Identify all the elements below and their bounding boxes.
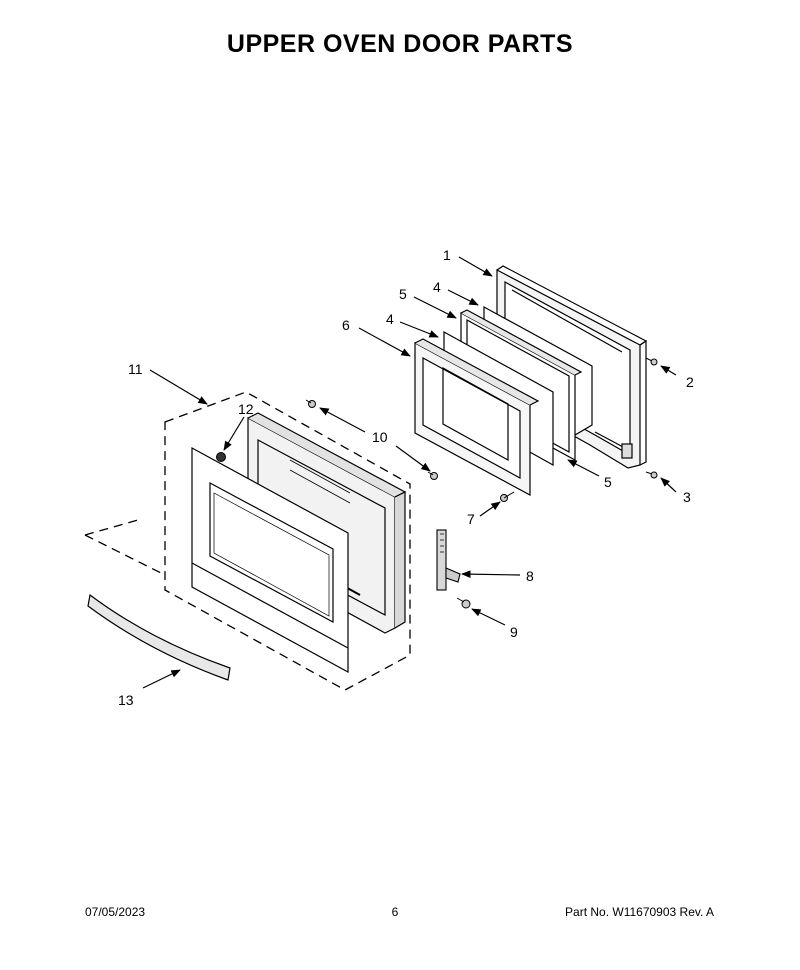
part-outer-door-glass (191, 446, 349, 674)
screw-part-3 (645, 471, 658, 479)
callout-13: 13 (118, 692, 134, 708)
callout-1: 1 (443, 247, 451, 263)
part-door-assembly-outline (84, 391, 411, 691)
callout-5-front: 5 (604, 474, 612, 490)
screw-part-10-right (427, 471, 438, 480)
callout-9: 9 (510, 624, 518, 640)
callout-8: 8 (526, 568, 534, 584)
callout-7: 7 (467, 511, 475, 527)
footer-page-number: 6 (391, 905, 399, 919)
leader-lines (142, 256, 677, 689)
diagram-title: UPPER OVEN DOOR PARTS (226, 30, 574, 58)
callout-4-front: 4 (386, 311, 394, 327)
callout-10: 10 (372, 429, 388, 445)
callout-3: 3 (683, 489, 691, 505)
callout-11: 11 (128, 361, 143, 377)
screws (305, 357, 658, 609)
part-inner-window-frame (414, 338, 540, 497)
screw-part-10-left (305, 399, 316, 408)
part-hinge (436, 529, 461, 591)
footer-date: 07/05/2023 (85, 905, 146, 919)
callout-5-rear: 5 (399, 286, 407, 302)
callout-6: 6 (342, 317, 350, 333)
callout-2: 2 (686, 374, 694, 390)
part-bumper (216, 452, 226, 462)
screw-part-7 (500, 491, 515, 502)
part-door-handle (87, 593, 231, 681)
screw-part-2 (645, 357, 658, 366)
callout-4-rear: 4 (433, 279, 441, 295)
screw-part-9 (456, 597, 471, 609)
footer-part-number: Part No. W11670903 Rev. A (565, 905, 714, 919)
callout-12: 12 (238, 401, 254, 417)
